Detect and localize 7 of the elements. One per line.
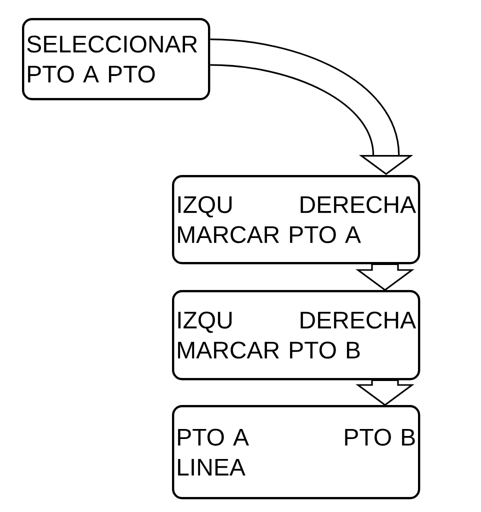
hollow-arrow: [356, 263, 414, 291]
display-box: PTO A PTO B LINEA: [172, 405, 420, 500]
display-box: IZQU DERECHA MARCAR PTO A: [172, 175, 420, 264]
hollow-arrow: [356, 379, 414, 406]
display-box: IZQU DERECHA MARCAR PTO B: [172, 290, 420, 380]
hollow-arrow: [210, 38, 414, 175]
display-box: SELECCIONAR PTO A PTO: [22, 18, 210, 100]
